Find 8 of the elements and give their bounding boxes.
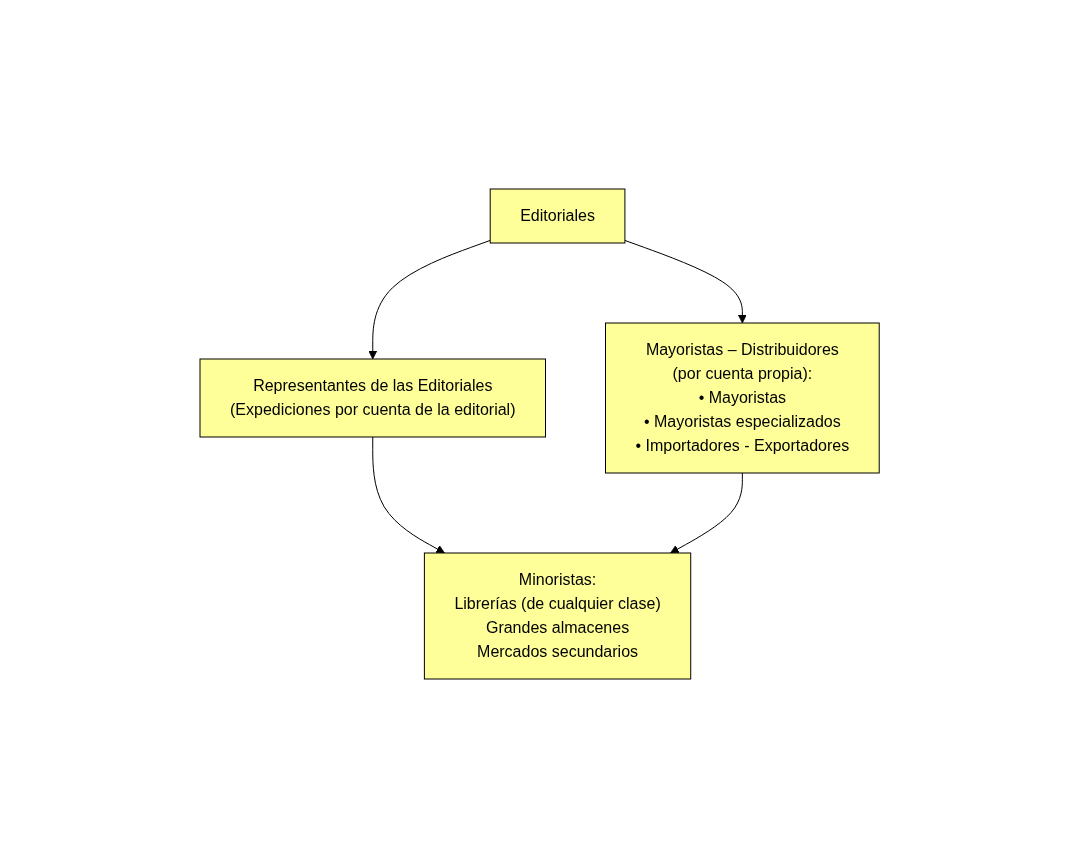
arrow [670,472,744,554]
node-box: Representantes de las Editoriales (Expediciones por cuenta de la editorial) [199,358,547,438]
arrow [624,239,748,324]
arrow [368,239,492,360]
node-box: Minoristas: Librerías (de cualquier clase) Grandes almacenes Mercados secundarios [424,552,692,680]
node-box: Editoriales [490,188,626,244]
arrow [372,436,446,554]
node-box: Mayoristas – Distribuidores (por cuenta propia): • Mayoristas • Mayoristas especializados • Importadores - Exportadores [605,322,881,474]
